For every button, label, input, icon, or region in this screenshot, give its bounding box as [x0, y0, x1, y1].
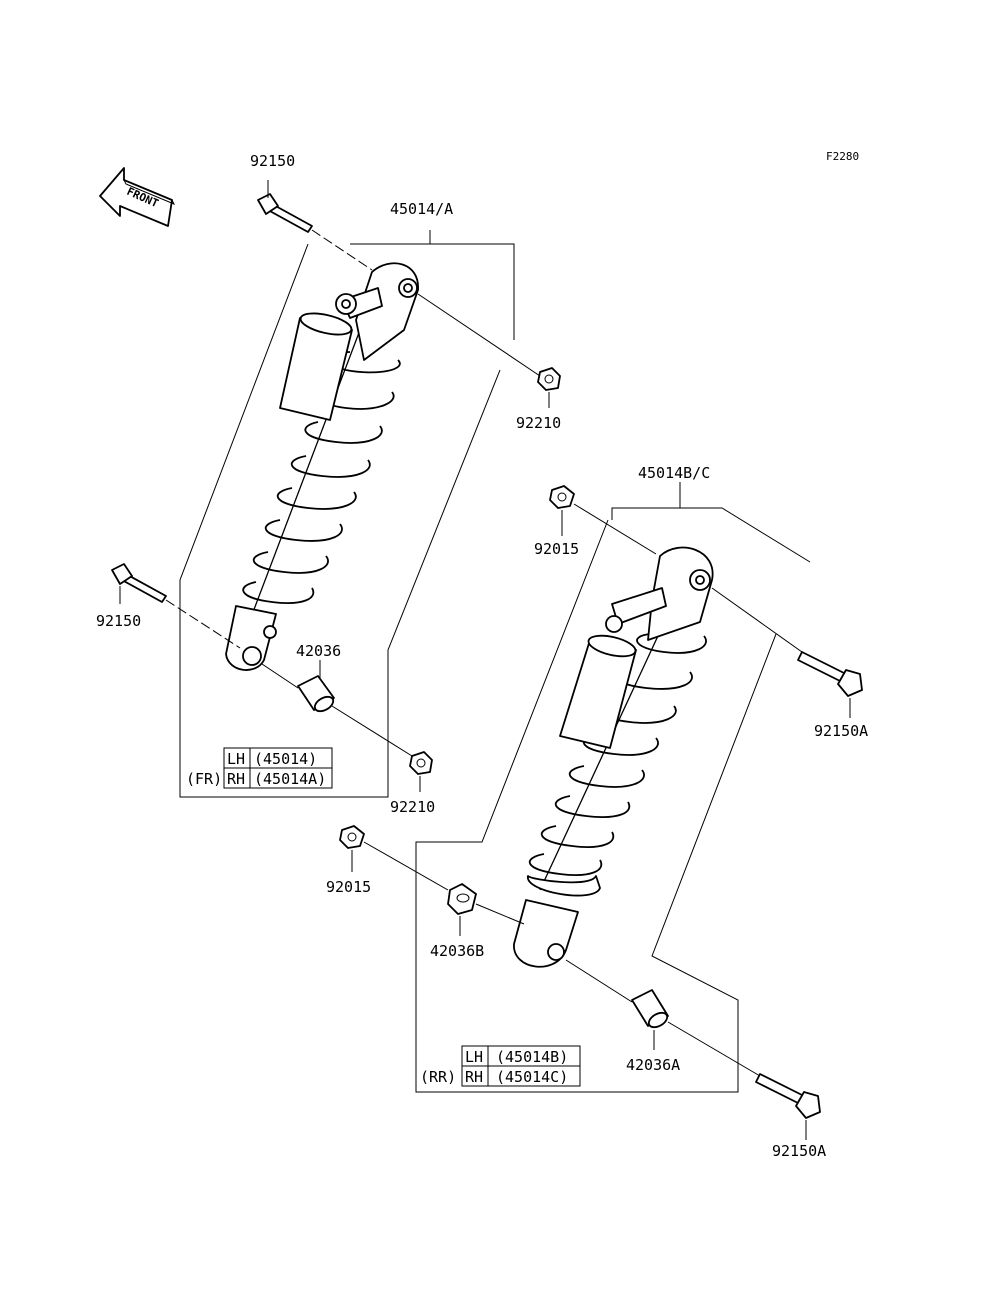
rear-assembly-bracket	[611, 507, 811, 563]
front-row-lh-part: (45014)	[254, 750, 317, 768]
collar-42036	[297, 675, 335, 713]
nut-92015-top	[549, 485, 575, 509]
front-row-lh-side: LH	[227, 750, 245, 768]
bolt-92150-top	[257, 193, 313, 233]
callout-45014-bc: 45014B/C	[638, 464, 710, 482]
front-row-rh-side: RH	[227, 770, 245, 788]
callout-42036a: 42036A	[626, 1056, 680, 1074]
nut-92210-bottom	[409, 751, 433, 775]
nut-92210-top	[537, 367, 561, 391]
rear-row-rh-part: (45014C)	[496, 1068, 568, 1086]
callout-42036b: 42036B	[430, 942, 484, 960]
callout-92150a-mid: 92150A	[814, 722, 868, 740]
rear-row-lh-part: (45014B)	[496, 1048, 568, 1066]
callout-92150-left: 92150	[96, 612, 141, 630]
callout-92015-top: 92015	[534, 540, 579, 558]
callout-42036: 42036	[296, 642, 341, 660]
front-assembly-bracket	[350, 243, 515, 340]
collar-42036b	[447, 883, 477, 915]
bolt-92150a-mid	[797, 651, 863, 697]
callout-92210-bottom: 92210	[390, 798, 435, 816]
front-spec-table: (FR) LH (45014) RH (45014A)	[186, 747, 333, 789]
callout-92015-bottom: 92015	[326, 878, 371, 896]
diagram-code: F2280	[826, 150, 859, 163]
front-shock-absorber	[225, 262, 419, 671]
nut-92015-bottom	[339, 825, 365, 849]
front-group-label: (FR)	[186, 770, 222, 788]
callout-45014-a: 45014/A	[390, 200, 453, 218]
collar-42036a	[631, 989, 669, 1029]
front-row-rh-part: (45014A)	[254, 770, 326, 788]
rear-group-label: (RR)	[420, 1068, 456, 1086]
rear-shock-absorber	[513, 546, 714, 968]
rear-row-rh-side: RH	[465, 1068, 483, 1086]
callout-92150-top: 92150	[250, 152, 295, 170]
front-arrow: FRONT	[99, 167, 176, 227]
bolt-92150-left	[111, 563, 167, 603]
callout-92150a-bottom: 92150A	[772, 1142, 826, 1160]
rear-row-lh-side: LH	[465, 1048, 483, 1066]
rear-spec-table: (RR) LH (45014B) RH (45014C)	[420, 1045, 581, 1087]
bolt-92150a-bottom	[755, 1073, 821, 1119]
callout-92210-top: 92210	[516, 414, 561, 432]
